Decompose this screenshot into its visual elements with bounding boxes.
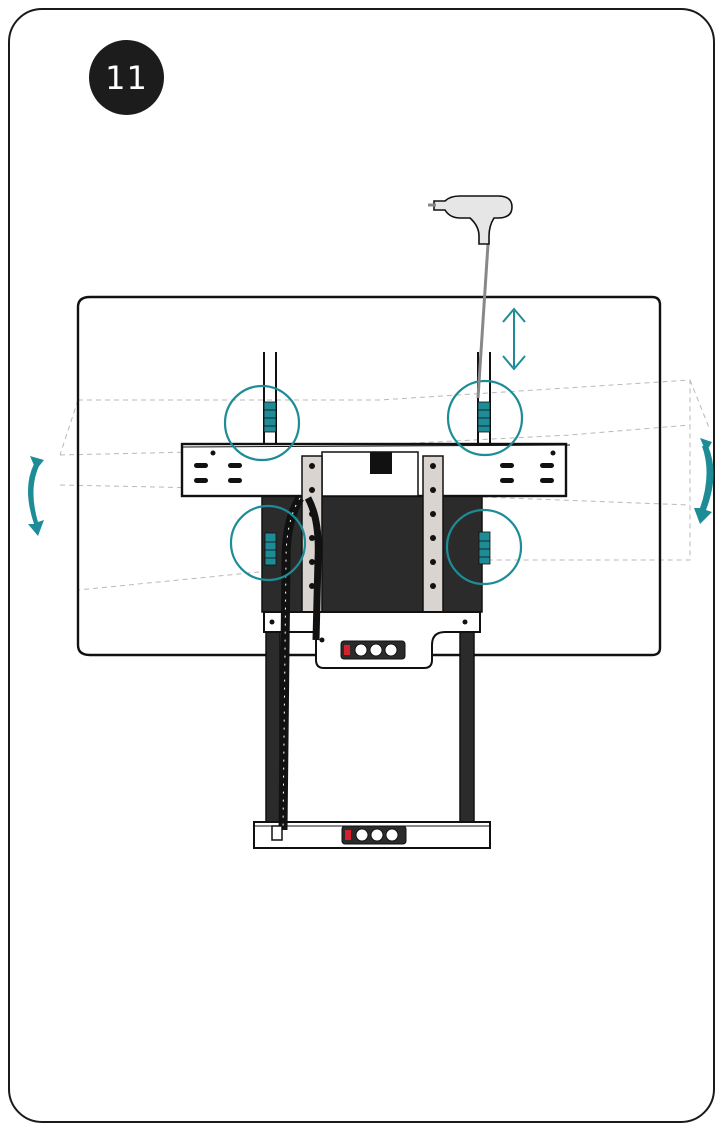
mounting-plate	[180, 442, 571, 498]
tv-panel	[76, 295, 662, 657]
adjustment-screws	[263, 401, 491, 566]
ghost-edge-left	[59, 399, 79, 456]
center-square-hole	[370, 452, 392, 474]
highlight-circle-top-right	[446, 379, 524, 457]
screw-top-left	[263, 401, 277, 433]
t-handle-hex-key-icon	[428, 195, 513, 399]
double-headed-vertical-arrow-icon	[502, 307, 526, 371]
highlight-circle-bottom-right	[445, 508, 523, 586]
lower-bracket	[263, 611, 481, 669]
power-strip-upper	[340, 640, 406, 660]
step-number-badge: 11	[89, 40, 164, 115]
screw-bottom-left	[264, 532, 277, 566]
highlight-circle-top-left	[223, 384, 301, 462]
screw-bottom-right	[478, 531, 491, 565]
ghost-line-upper	[59, 424, 691, 456]
power-strip-lower	[341, 825, 407, 845]
cable-chain	[271, 495, 322, 841]
mount-back-box	[261, 489, 483, 613]
highlight-circle-bottom-left	[229, 504, 307, 582]
curved-arrow-right-icon	[694, 438, 714, 524]
step-number: 11	[105, 58, 148, 97]
curved-arrow-left-icon	[28, 456, 44, 536]
highlight-circles	[223, 379, 524, 586]
ghost-edge-right	[689, 379, 711, 431]
screw-top-right	[477, 401, 491, 433]
